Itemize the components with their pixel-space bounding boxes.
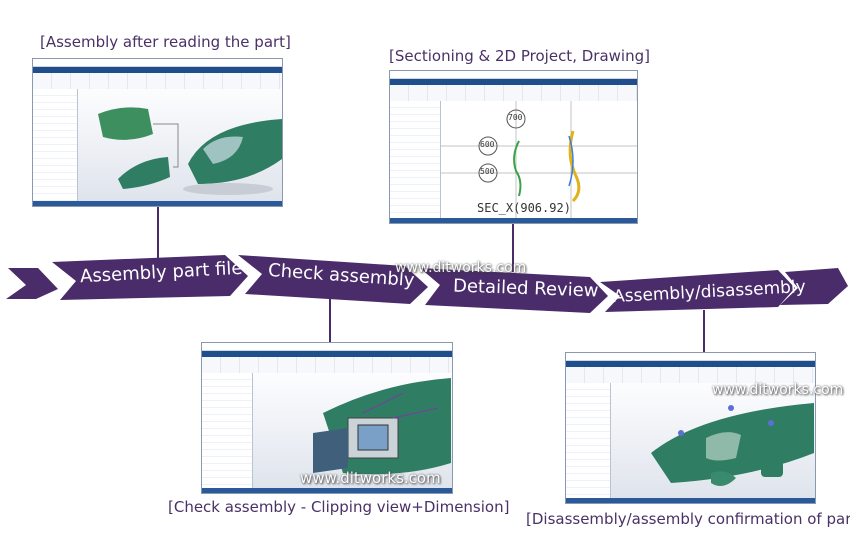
- explode-3d-viewport: [611, 383, 815, 498]
- flow-segment-3: [420, 268, 608, 313]
- dim-label-500: 500: [480, 167, 495, 176]
- screenshot-check-clipping: [201, 342, 453, 494]
- screenshot-assembly: [32, 58, 283, 207]
- clipping-3d-viewport: [253, 373, 452, 488]
- status-bar: [33, 201, 282, 206]
- clipping-3d-model: [313, 378, 451, 475]
- watermark-text: www.ditworks.com: [395, 260, 527, 276]
- ribbon-toolbar: [566, 367, 815, 384]
- screenshot-disassembly: [565, 352, 816, 504]
- ribbon-tabs: [566, 361, 815, 367]
- exploded-3d-model: [651, 403, 814, 487]
- status-bar: [390, 218, 637, 223]
- section-drawing: [441, 101, 637, 218]
- 3d-viewport: [78, 89, 282, 201]
- section-label: SEC_X(906.92): [477, 201, 571, 215]
- caption-disassembly-confirmation: [Disassembly/assembly confirmation of pa…: [526, 510, 850, 528]
- watermark-text: www.ditworks.com: [300, 469, 441, 487]
- assembly-3d-model: [98, 107, 282, 195]
- status-bar: [202, 488, 452, 493]
- window-titlebar: [566, 353, 815, 361]
- caption-assembly-after-reading: [Assembly after reading the part]: [40, 33, 291, 51]
- caption-check-clipping: [Check assembly - Clipping view+Dimensio…: [168, 498, 510, 516]
- watermark-text: www.ditworks.com: [712, 382, 844, 398]
- window-titlebar: [202, 343, 452, 351]
- ribbon-toolbar: [33, 73, 282, 90]
- explode-settings-panel: [566, 383, 611, 498]
- ribbon-toolbar: [390, 85, 637, 102]
- window-titlebar: [390, 71, 637, 79]
- flow-tail-chevron: [6, 268, 58, 299]
- ribbon-tabs: [390, 79, 637, 85]
- dim-label-600: 600: [480, 140, 495, 149]
- assembly-tree-panel: [33, 89, 78, 201]
- ribbon-toolbar: [202, 357, 452, 374]
- ribbon-tabs: [33, 67, 282, 73]
- flow-segment-1: [52, 255, 248, 300]
- flow-head-chevron: [780, 268, 848, 305]
- section-tree-panel: [390, 101, 441, 218]
- flow-segment-2: [238, 255, 428, 304]
- 2d-drawing-view: 700 600 500 SEC_X(906.92): [441, 101, 637, 218]
- part-list-panel: [202, 373, 253, 488]
- status-bar: [566, 498, 815, 503]
- flow-segment-4: [600, 270, 795, 312]
- dim-label-700: 700: [508, 113, 523, 122]
- window-titlebar: [33, 59, 282, 67]
- caption-sectioning-2d: [Sectioning & 2D Project, Drawing]: [389, 47, 650, 65]
- screenshot-sectioning-drawing: 700 600 500 SEC_X(906.92): [389, 70, 638, 224]
- ribbon-tabs: [202, 351, 452, 357]
